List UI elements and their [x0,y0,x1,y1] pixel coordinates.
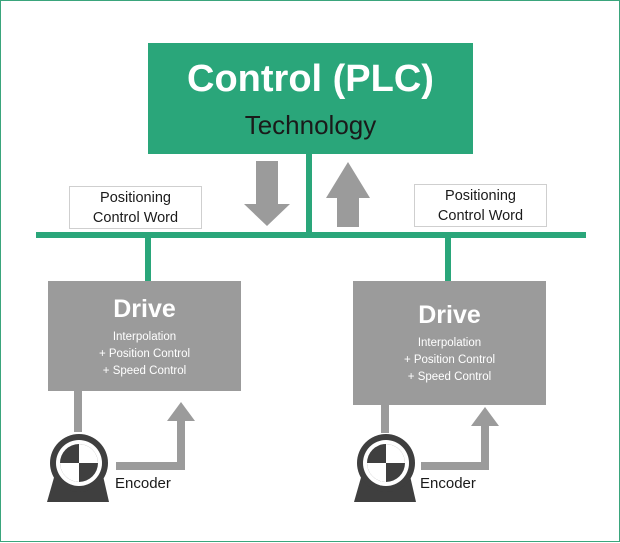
drive-right-box: Drive Interpolation + Position Control +… [353,281,546,405]
encoder-left-label: Encoder [115,475,171,492]
motor-icon [354,434,416,502]
drive-left-connector [145,235,151,283]
control-word-right-label: Positioning Control Word [414,184,547,227]
plc-box: Control (PLC) Technology [148,43,473,154]
drive-speed-control: + Speed Control [102,365,187,377]
motor-left-link [74,390,82,432]
drive-left-box: Drive Interpolation + Position Control +… [48,281,241,391]
motor-right-link [381,405,389,433]
drive-position-control: + Position Control [98,348,191,360]
arrow-up-icon [326,162,370,227]
drive-right-connector [445,235,451,283]
control-word-line1: Positioning [100,190,171,206]
drive-interpolation: Interpolation [112,331,177,343]
arrow-feedback-icon [116,402,195,470]
drive-interpolation: Interpolation [417,337,482,349]
arrow-down-icon [244,161,290,226]
plc-subtitle: Technology [244,110,377,140]
drive-title: Drive [113,295,176,323]
control-word-line2: Control Word [437,208,524,224]
arrow-feedback-icon [421,407,499,470]
motor-icon [47,434,109,502]
plc-title: Control (PLC) [187,58,434,100]
control-word-line2: Control Word [92,210,179,226]
control-word-line1: Positioning [445,188,516,204]
drive-position-control: + Position Control [403,354,496,366]
drive-speed-control: + Speed Control [407,371,492,383]
control-word-left-label: Positioning Control Word [69,186,202,229]
encoder-right-label: Encoder [420,475,476,492]
drive-title: Drive [418,301,481,329]
plc-connector [306,151,312,235]
